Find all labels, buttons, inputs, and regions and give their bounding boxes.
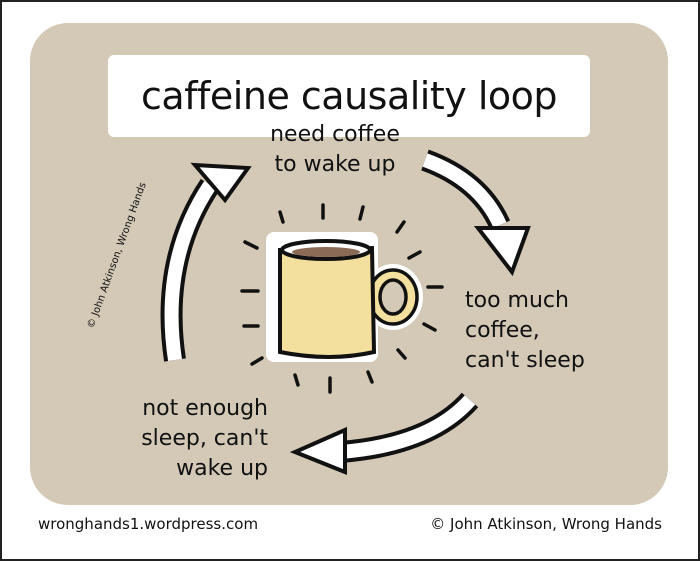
- step-text: need coffee: [270, 122, 400, 147]
- footer-website: wronghands1.wordpress.com: [38, 515, 259, 533]
- step-text: too much: [465, 288, 569, 313]
- footer-copyright: © John Atkinson, Wrong Hands: [430, 515, 662, 533]
- arrow-left-icon: [289, 392, 479, 475]
- step-need-coffee: need coffee to wake up: [255, 120, 415, 180]
- radiating-lines: [240, 203, 444, 394]
- step-text: to wake up: [274, 152, 396, 177]
- step-text: coffee,: [465, 318, 540, 343]
- step-text: can't sleep: [465, 348, 585, 373]
- arrow-up-icon: [160, 162, 252, 362]
- arrow-right-down-icon: [421, 149, 531, 277]
- step-not-enough-sleep: not enough sleep, can't wake up: [118, 394, 268, 484]
- comic-title: caffeine causality loop: [140, 74, 558, 118]
- title-box: [108, 55, 590, 137]
- step-text: wake up: [176, 456, 268, 481]
- step-text: sleep, can't: [141, 426, 268, 451]
- coffee-mug-icon: [266, 232, 423, 362]
- step-text: not enough: [142, 396, 268, 421]
- step-too-much-coffee: too much coffee, can't sleep: [465, 286, 585, 376]
